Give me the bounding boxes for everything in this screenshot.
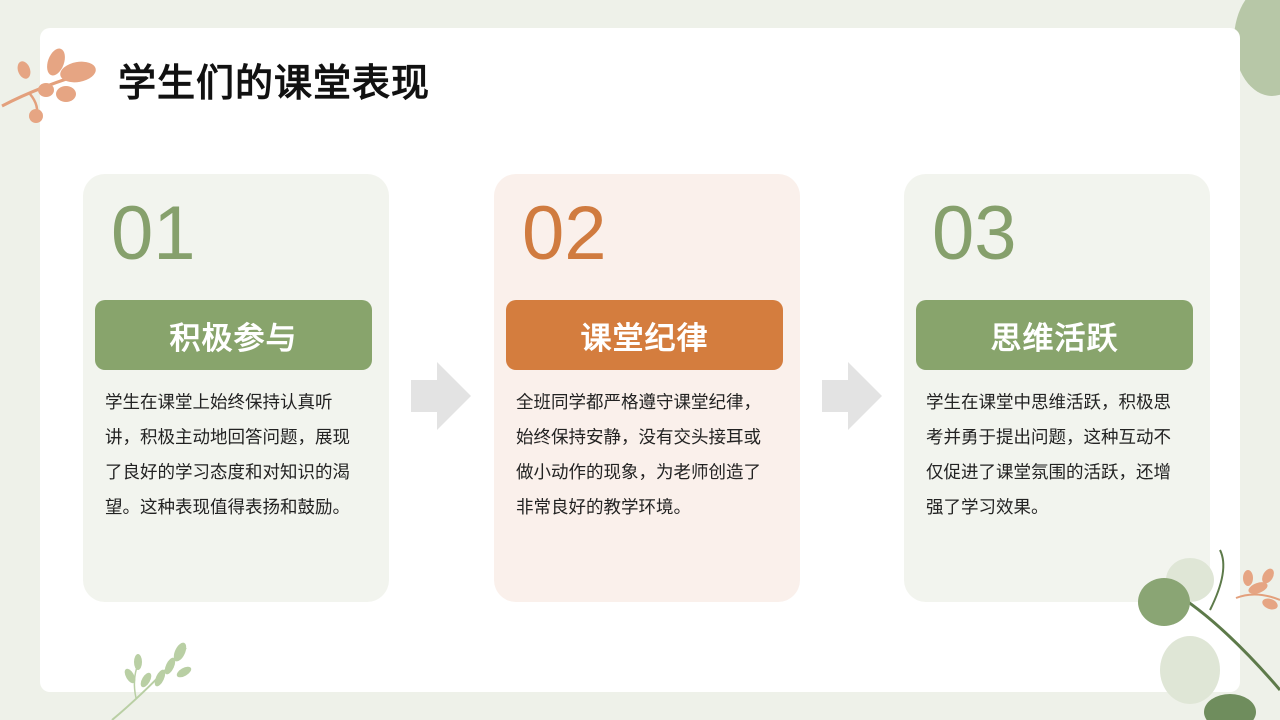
card-description: 学生在课堂上始终保持认真听讲，积极主动地回答问题，展现了良好的学习态度和对知识的… — [105, 393, 350, 518]
leaf-branch-decoration — [1138, 549, 1280, 720]
orange-branch-decoration — [1, 48, 96, 123]
card-number: 03 — [932, 191, 1017, 276]
card-heading: 思维活跃 — [916, 300, 1193, 370]
card-description: 学生在课堂中思维活跃，积极思考并勇于提出问题，这种互动不仅促进了课堂氛围的活跃，… — [926, 393, 1171, 518]
card-number: 02 — [522, 191, 607, 276]
card-active-participation: 01 积极参与 学生在课堂上始终保持认真听讲，积极主动地回答问题，展现了良好的学… — [83, 174, 389, 602]
card-number: 01 — [111, 191, 196, 276]
card-heading: 积极参与 — [95, 300, 372, 370]
green-sprig-decoration — [111, 642, 192, 720]
card-classroom-discipline: 02 课堂纪律 全班同学都严格遵守课堂纪律，始终保持安静，没有交头接耳或做小动作… — [494, 174, 800, 602]
green-leaf-decoration-top-right — [1234, 0, 1280, 96]
right-arrow-icon — [411, 362, 471, 430]
card-heading: 课堂纪律 — [506, 300, 783, 370]
card-active-thinking: 03 思维活跃 学生在课堂中思维活跃，积极思考并勇于提出问题，这种互动不仅促进了… — [904, 174, 1210, 602]
page-title: 学生们的课堂表现 — [118, 61, 431, 105]
card-description: 全班同学都严格遵守课堂纪律，始终保持安静，没有交头接耳或做小动作的现象，为老师创… — [516, 393, 761, 518]
right-arrow-icon — [822, 362, 882, 430]
